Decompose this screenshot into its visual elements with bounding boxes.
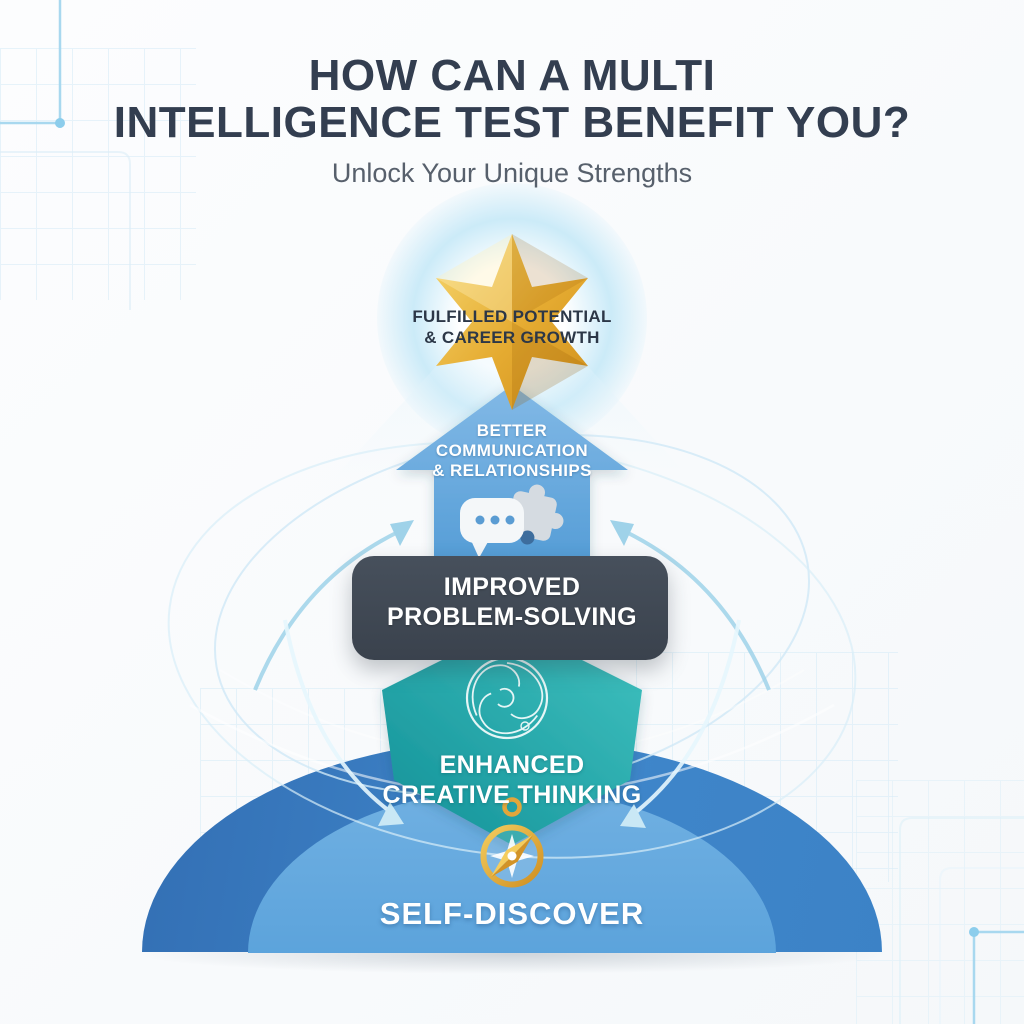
title-line-2: INTELLIGENCE TEST BENEFIT YOU? [113,98,911,147]
communication-label: BETTER COMMUNICATION & RELATIONSHIPS [432,421,592,480]
page-title: HOW CAN A MULTI INTELLIGENCE TEST BENEFI… [0,52,1024,146]
curved-arrowhead-icon [610,520,634,546]
problem-solving-label: IMPROVED PROBLEM-SOLVING [387,573,637,631]
page-subtitle: Unlock Your Unique Strengths [331,158,693,188]
self-discovery-label: SELF-DISCOVER [379,896,645,931]
chat-puzzle-icon [460,484,564,558]
fulfilled-potential-label: FULFILLED POTENTIAL & CAREER GROWTH [412,307,612,347]
spiral-icon [465,656,549,740]
title-line-1: HOW CAN A MULTI [308,51,716,100]
creative-thinking-label: ENHANCED CREATIVE THINKING [382,751,642,809]
curved-arrowhead-icon [390,520,414,546]
